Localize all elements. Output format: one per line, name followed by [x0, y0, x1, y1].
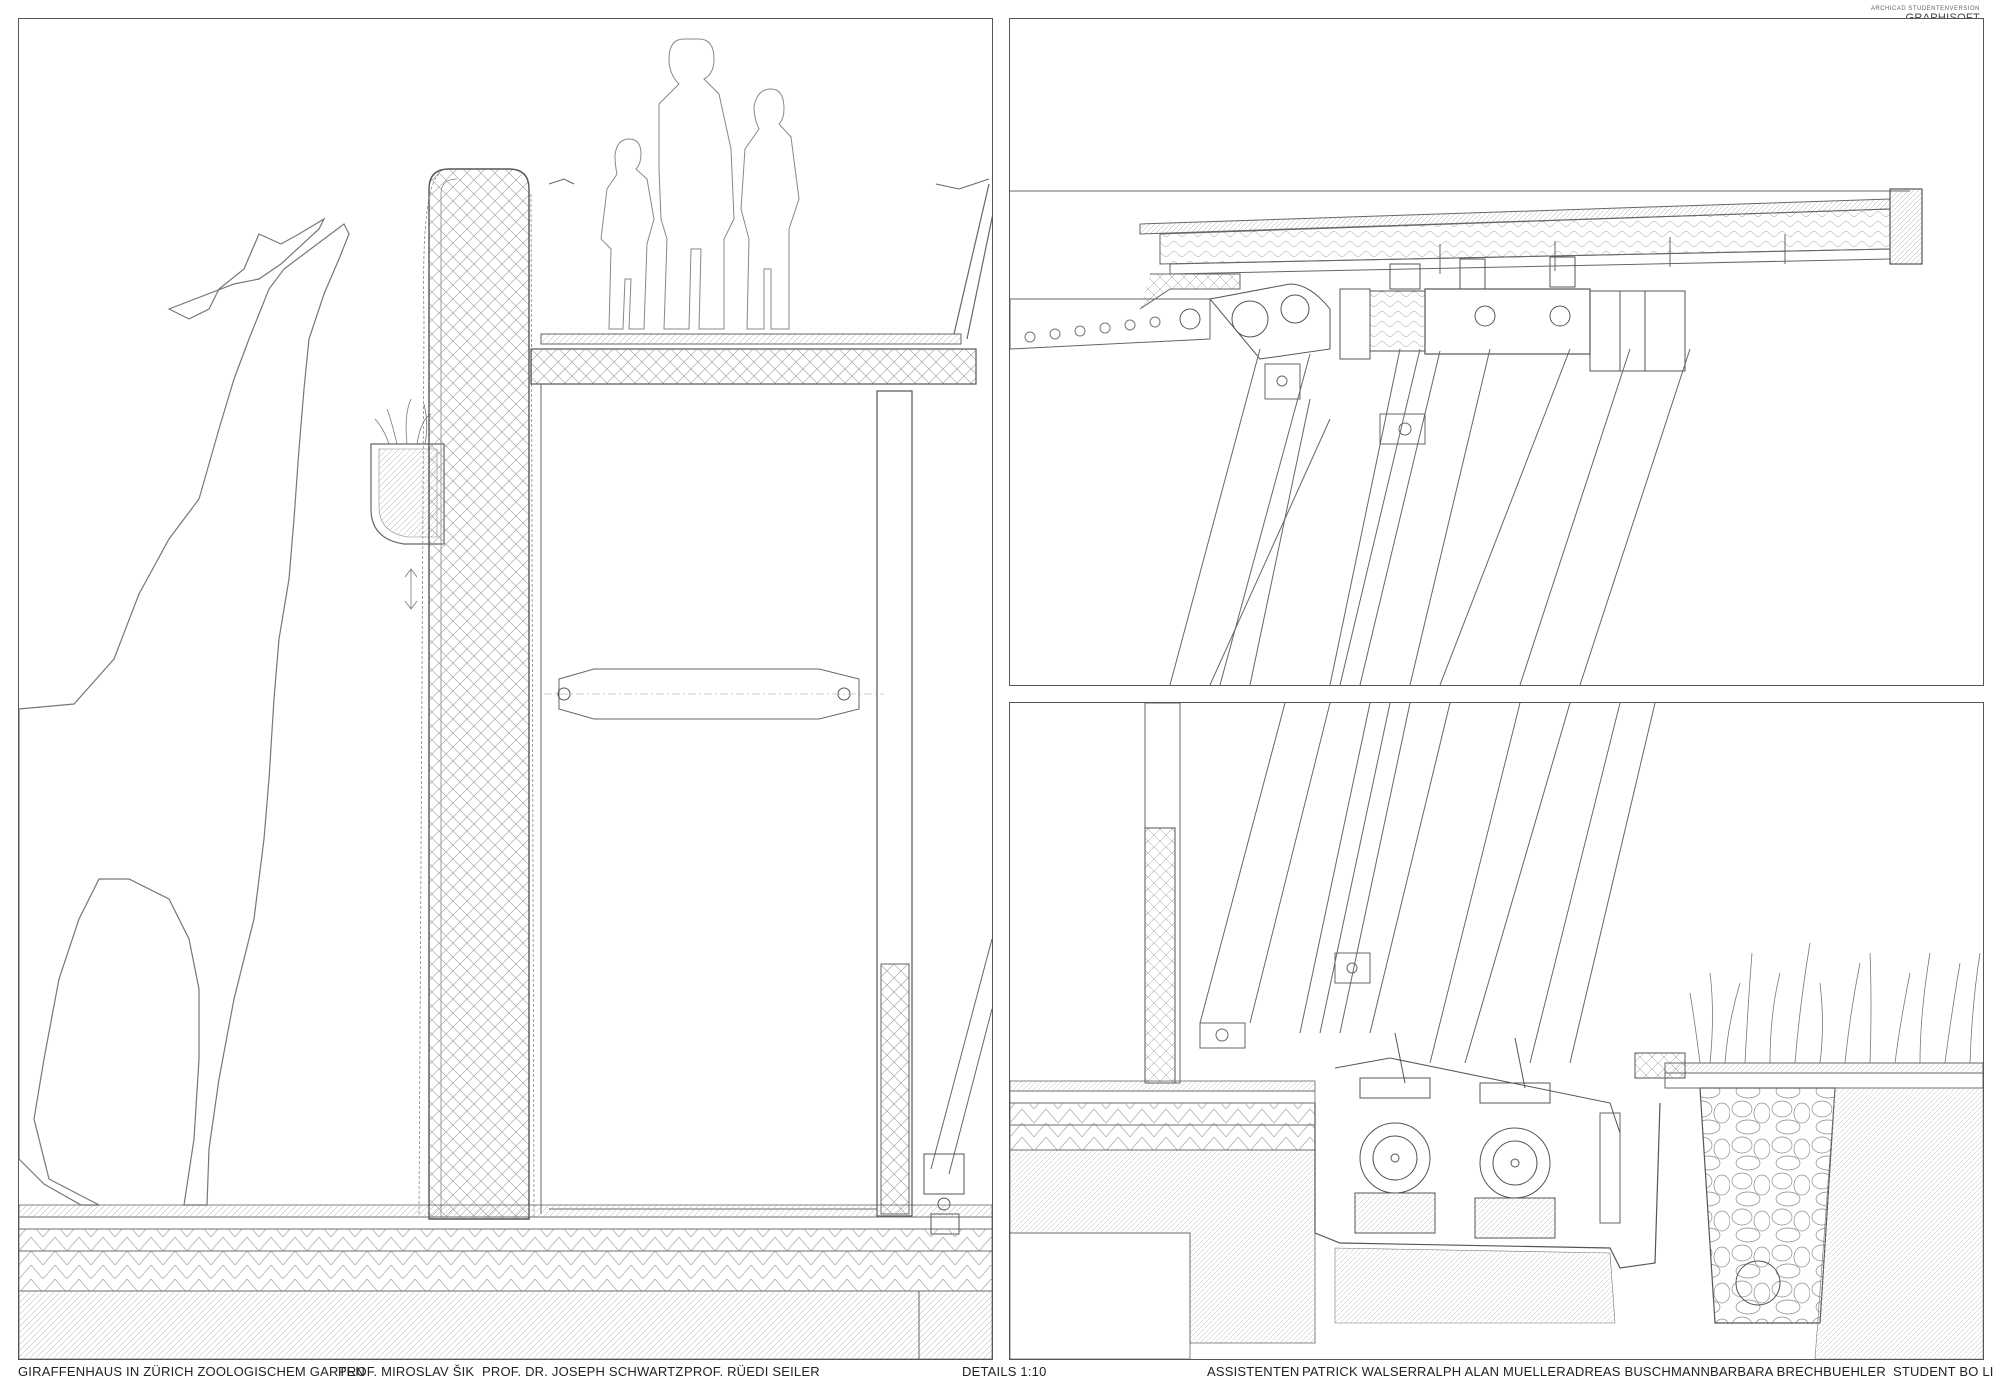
- assistant-4: BARBARA BRECHBUEHLER: [1710, 1364, 1886, 1379]
- foundation-drawing: [1010, 703, 1983, 1359]
- project-title: GIRAFFENHAUS IN ZÜRICH ZOOLOGISCHEM GART…: [18, 1364, 365, 1379]
- drawing-scale: DETAILS 1:10: [962, 1364, 1047, 1379]
- section-drawing: [19, 38, 992, 1359]
- assistants-label: ASSISTENTEN: [1207, 1364, 1300, 1379]
- tension-rod: [544, 668, 884, 720]
- column-base-infill: [880, 963, 910, 1215]
- foundation-channel: [1314, 1102, 1661, 1269]
- assistant-1: PATRICK WALSER: [1302, 1364, 1418, 1379]
- floor-slab: [1010, 1080, 1316, 1359]
- assistant-3: ADREAS BUSCHMANN: [1566, 1364, 1711, 1379]
- professor-1: PROF. MIROSLAV ŠIK: [338, 1364, 475, 1379]
- section-detail-panel: [18, 18, 993, 1360]
- bearing-node: [1209, 256, 1686, 372]
- drainage-gravel: [1634, 1052, 1983, 1324]
- professor-3: PROF. RÜEDI SEILER: [684, 1364, 820, 1379]
- concrete-wall: [418, 168, 535, 1220]
- gutter-profile: [1139, 273, 1241, 310]
- roof-slab: [1139, 188, 1923, 275]
- diagonal-strut: [923, 938, 992, 1235]
- people-silhouettes: [600, 38, 800, 330]
- rotary-bearings: [1334, 1032, 1621, 1239]
- grass-planting: [1689, 942, 1981, 1064]
- student-name: STUDENT BO LI: [1893, 1364, 1994, 1379]
- logo-caption: ARCHICAD STUDENTENVERSION: [1870, 6, 1980, 12]
- giraffe-silhouette: [19, 217, 350, 1206]
- inclined-columns-lower: [1199, 703, 1656, 1064]
- assistant-2: RALPH ALAN MUELLER: [1417, 1364, 1566, 1379]
- professor-2: PROF. DR. JOSEPH SCHWARTZ: [482, 1364, 684, 1379]
- earth-fill: [1814, 1087, 1983, 1359]
- wall-section: [1144, 827, 1176, 1084]
- truss-chord: [1010, 298, 1211, 350]
- roof-edge-detail-panel: [1009, 18, 1984, 686]
- inclined-columns: [1169, 348, 1691, 685]
- viewing-platform: [530, 178, 992, 385]
- roof-edge-drawing: [1010, 188, 1923, 685]
- foundation-detail-panel: [1009, 702, 1984, 1360]
- floor-buildup: [19, 1204, 992, 1359]
